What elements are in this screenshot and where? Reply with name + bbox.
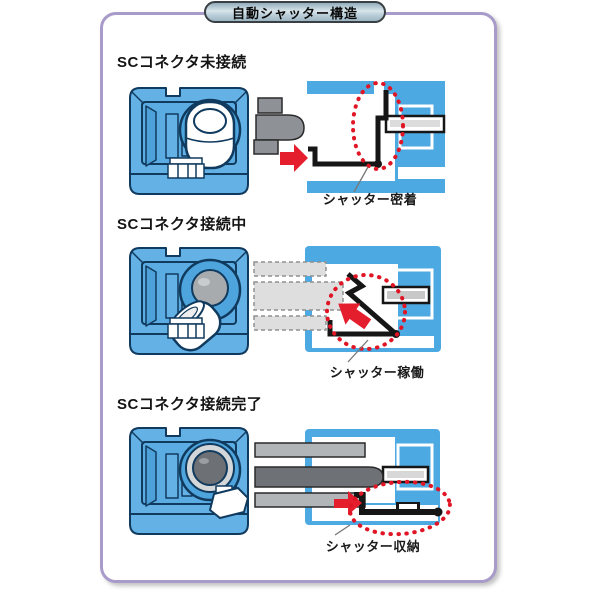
schematic-shutter-moving bbox=[253, 246, 441, 363]
panel-3-label: シャッター収納 bbox=[325, 539, 421, 554]
ferrule bbox=[384, 114, 446, 134]
red-arrow-icon bbox=[280, 144, 308, 172]
diagram-title: 自動シャッター構造 bbox=[231, 5, 358, 21]
shutter-cylinder-closed bbox=[184, 100, 236, 170]
connector-isometric-closed bbox=[129, 87, 249, 195]
highlight-ellipse bbox=[351, 81, 405, 171]
shutter-blade bbox=[308, 90, 389, 167]
panel-2-label: シャッター稼働 bbox=[329, 365, 425, 380]
connector-isometric-open bbox=[129, 427, 250, 535]
ferrule-face bbox=[192, 450, 228, 486]
label-leader-line bbox=[334, 524, 351, 536]
plug-side-view bbox=[253, 97, 305, 155]
schematic-shutter-stored bbox=[254, 429, 452, 537]
connector-isometric-opening bbox=[129, 247, 249, 355]
highlight-ellipse bbox=[348, 479, 452, 537]
shutter-pivot bbox=[374, 160, 382, 168]
panel-1-heading: SCコネクタ未接続 bbox=[117, 54, 247, 71]
label-leader-line bbox=[353, 166, 369, 193]
panel-1-label: シャッター密着 bbox=[322, 192, 418, 207]
label-leader-line bbox=[347, 339, 369, 363]
panel-2-heading: SCコネクタ接続中 bbox=[117, 216, 247, 233]
panel-3-heading: SCコネクタ接続完了 bbox=[117, 396, 263, 413]
shutter-blade bbox=[344, 272, 398, 336]
ferrule bbox=[381, 285, 431, 305]
shutter-folded bbox=[208, 485, 250, 520]
plug-entering-dashed bbox=[253, 261, 344, 331]
diagram-title-pill: 自動シャッター構造 bbox=[204, 1, 386, 23]
schematic-shutter-closed bbox=[253, 81, 446, 193]
ferrule bbox=[381, 465, 430, 484]
red-arrow-icon bbox=[338, 303, 372, 330]
shutter-blade bbox=[354, 492, 443, 517]
highlight-ellipse bbox=[325, 273, 407, 351]
